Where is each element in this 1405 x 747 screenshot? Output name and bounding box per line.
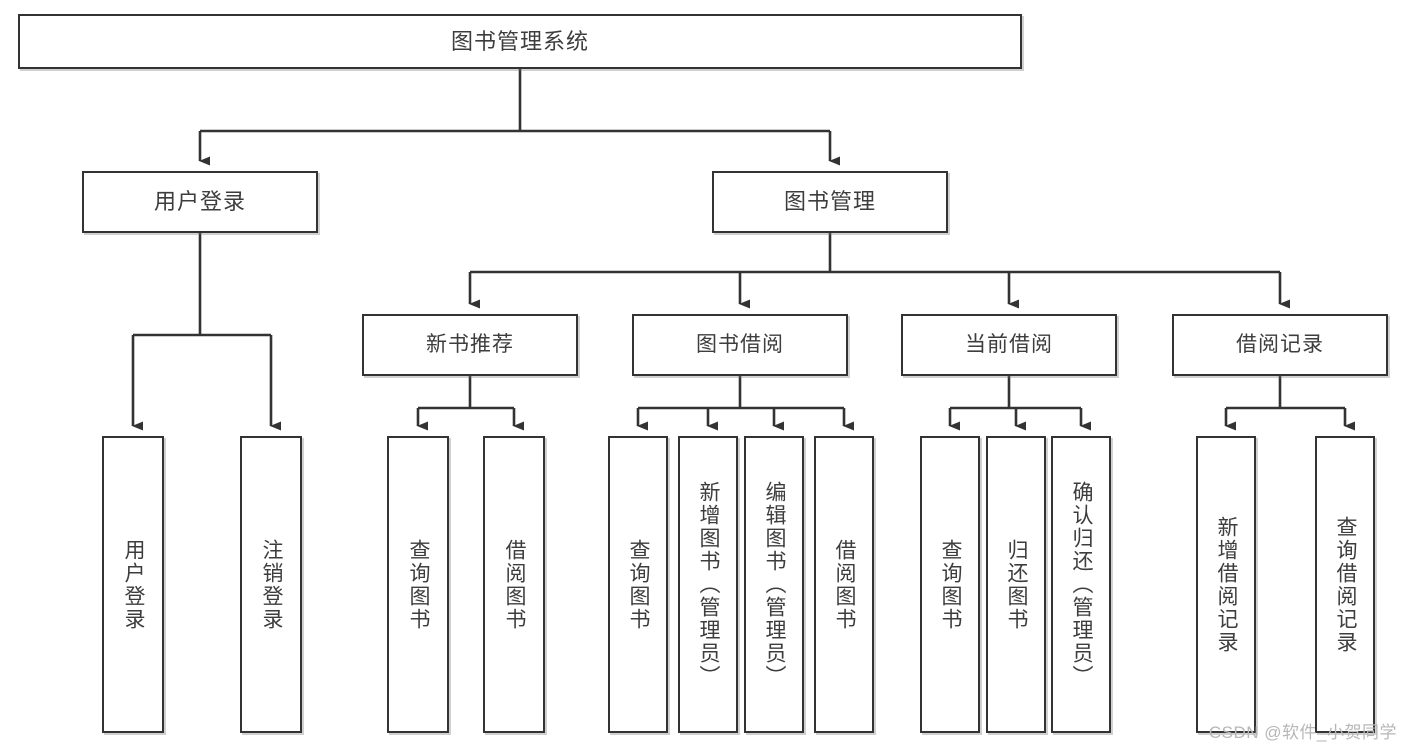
node-label: 图书借阅 [696,332,784,356]
node-borrow-record[interactable]: 借阅记录 [1172,314,1388,376]
node-label: 编辑图书（管理员） [763,481,787,688]
node-book-borrow[interactable]: 图书借阅 [632,314,848,376]
node-leaf-edit-book-admin[interactable]: 编辑图书（管理员） [744,436,804,733]
node-leaf-user-login[interactable]: 用户登录 [102,436,164,733]
node-label: 归还图书 [1005,538,1029,631]
node-leaf-return-book[interactable]: 归还图书 [986,436,1046,733]
node-user-login[interactable]: 用户登录 [82,171,318,233]
node-leaf-query-borrow-record[interactable]: 查询借阅记录 [1315,436,1375,733]
node-leaf-user-logout[interactable]: 注销登录 [240,436,302,733]
node-leaf-query-book-borrow[interactable]: 查询图书 [608,436,668,733]
node-leaf-query-book-current[interactable]: 查询图书 [920,436,980,733]
node-label: 借阅图书 [503,538,527,631]
node-label: 新增图书（管理员） [697,481,721,688]
node-label: 用户登录 [153,189,246,215]
node-label: 图书管理 [783,189,876,215]
node-leaf-borrow-book-recommend[interactable]: 借阅图书 [483,436,545,733]
node-label: 图书管理系统 [450,28,589,54]
node-label: 查询图书 [627,538,651,631]
node-label: 用户登录 [122,538,146,631]
node-leaf-add-borrow-record[interactable]: 新增借阅记录 [1196,436,1256,733]
node-label: 查询图书 [407,538,431,631]
node-label: 新书推荐 [426,332,514,356]
node-label: 确认归还（管理员） [1070,481,1094,688]
node-label: 当前借阅 [965,332,1053,356]
node-book-manage[interactable]: 图书管理 [712,171,948,233]
node-label: 借阅图书 [833,538,857,631]
node-label: 借阅记录 [1236,332,1324,356]
node-leaf-query-book-recommend[interactable]: 查询图书 [387,436,449,733]
node-label: 注销登录 [260,538,284,631]
node-leaf-borrow-book[interactable]: 借阅图书 [814,436,874,733]
node-current-borrow[interactable]: 当前借阅 [901,314,1117,376]
node-label: 查询图书 [939,538,963,631]
node-label: 新增借阅记录 [1215,515,1239,654]
node-leaf-add-book-admin[interactable]: 新增图书（管理员） [678,436,738,733]
node-label: 查询借阅记录 [1334,515,1358,654]
node-leaf-confirm-return-admin[interactable]: 确认归还（管理员） [1051,436,1111,733]
node-new-book-recommend[interactable]: 新书推荐 [362,314,578,376]
node-root-system[interactable]: 图书管理系统 [18,14,1022,69]
